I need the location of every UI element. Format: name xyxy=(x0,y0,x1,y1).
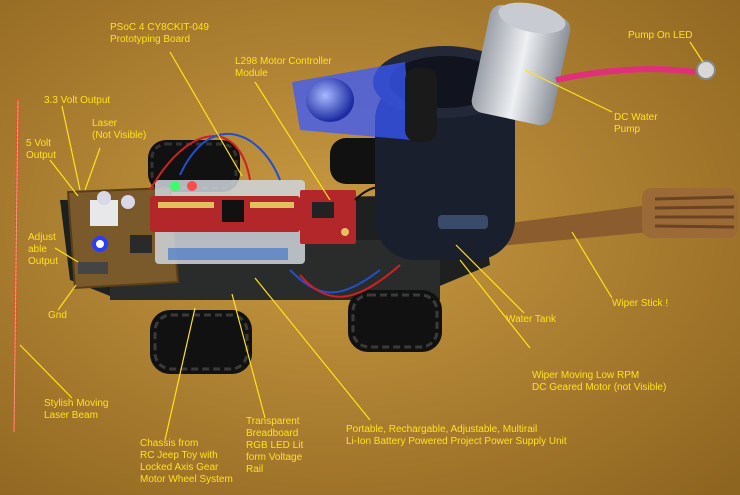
wires xyxy=(149,132,421,298)
label-laser: Laser (Not Visible) xyxy=(92,118,147,141)
label-l298: L298 Motor Controller Module xyxy=(235,56,332,79)
label-breadboard: Transparent Breadboard RGB LED Lit form … xyxy=(246,416,304,475)
label-3v3-output: 3.3 Volt Output xyxy=(44,95,111,106)
label-laser-beam: Stylish Moving Laser Beam xyxy=(44,398,109,421)
psoc-board xyxy=(150,196,300,232)
l298-motor-controller xyxy=(300,190,356,244)
label-gnd: Gnd xyxy=(48,310,67,321)
annotation-leaders xyxy=(19,41,704,441)
wheel-front-left xyxy=(150,310,252,374)
label-wiper-stick: Wiper Stick ! xyxy=(612,298,669,309)
dc-water-pump xyxy=(471,2,716,126)
label-5v-output: 5 Volt Output xyxy=(26,138,57,161)
wheel-front-right xyxy=(348,290,442,352)
label-chassis: Chassis from RC Jeep Toy with Locked Axi… xyxy=(140,438,233,485)
laser-beam xyxy=(12,99,20,433)
label-psoc: PSoC 4 CY8CKIT-049 Prototyping Board xyxy=(110,22,209,45)
label-pump-led: Pump On LED xyxy=(628,30,693,41)
label-dc-water-pump: DC Water Pump xyxy=(614,112,658,135)
label-wiper-motor: Wiper Moving Low RPM DC Geared Motor (no… xyxy=(532,370,667,393)
blue-light-holder xyxy=(292,62,437,142)
label-water-tank: Water Tank xyxy=(506,314,557,325)
label-adjustable-output: Adjust able Output xyxy=(28,232,59,267)
label-battery: Portable, Rechargable, Adjustable, Multi… xyxy=(346,424,567,447)
